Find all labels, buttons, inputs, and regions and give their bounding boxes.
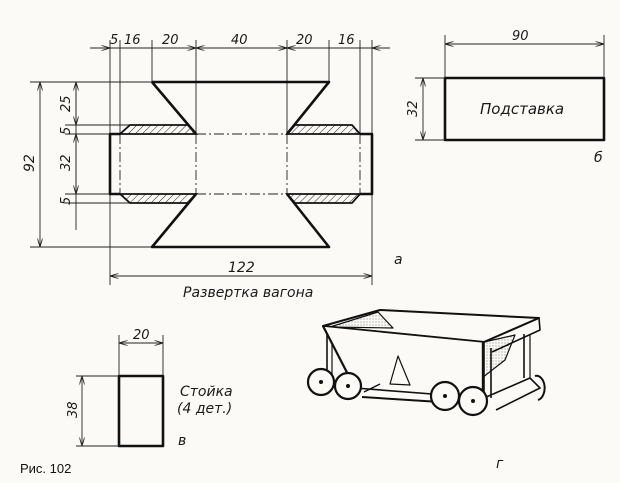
wheel [429, 380, 461, 412]
development-outline [108, 80, 374, 249]
dim-25: 25 [59, 95, 74, 112]
dim-92: 92 [22, 154, 38, 172]
stand-drawing: 90 32 Подставка б [406, 29, 606, 166]
dim-20-post: 20 [133, 328, 150, 343]
dim-32: 32 [59, 154, 74, 171]
wagon-development: 5 16 20 40 20 16 92 25 5 32 5 122 Развер… [22, 33, 403, 301]
dim-5-top: 5 [110, 33, 118, 48]
dim-38: 38 [66, 401, 81, 418]
dim-5-lower: 5 [59, 197, 74, 205]
dim-16-left: 16 [124, 33, 141, 48]
post-drawing: 20 38 Стойка (4 дет.) в [66, 328, 233, 449]
dim-20-left: 20 [162, 33, 179, 48]
glue-flaps [117, 124, 363, 204]
wheel [457, 385, 489, 417]
post-rect [117, 374, 165, 448]
label-a: а [394, 252, 403, 268]
post-qty: (4 дет.) [177, 401, 232, 417]
label-g: г [496, 456, 504, 472]
figure-caption: Рис. 102 [20, 461, 71, 476]
post-name: Стойка [180, 384, 233, 400]
dim-20-right: 20 [296, 33, 313, 48]
assembled-wagon [306, 309, 546, 417]
dim-32-stand: 32 [406, 100, 421, 117]
dim-90: 90 [512, 29, 529, 44]
dim-40: 40 [231, 33, 248, 48]
dim-122: 122 [228, 260, 255, 276]
stand-name: Подставка [480, 100, 564, 118]
development-title: Развертка вагона [183, 285, 313, 301]
stand-rect [443, 76, 606, 142]
dim-16-right: 16 [338, 33, 355, 48]
dim-5-upper: 5 [59, 127, 74, 135]
wheel [333, 371, 363, 401]
label-b: б [594, 150, 603, 166]
wheel [306, 367, 336, 397]
label-v: в [178, 433, 186, 449]
